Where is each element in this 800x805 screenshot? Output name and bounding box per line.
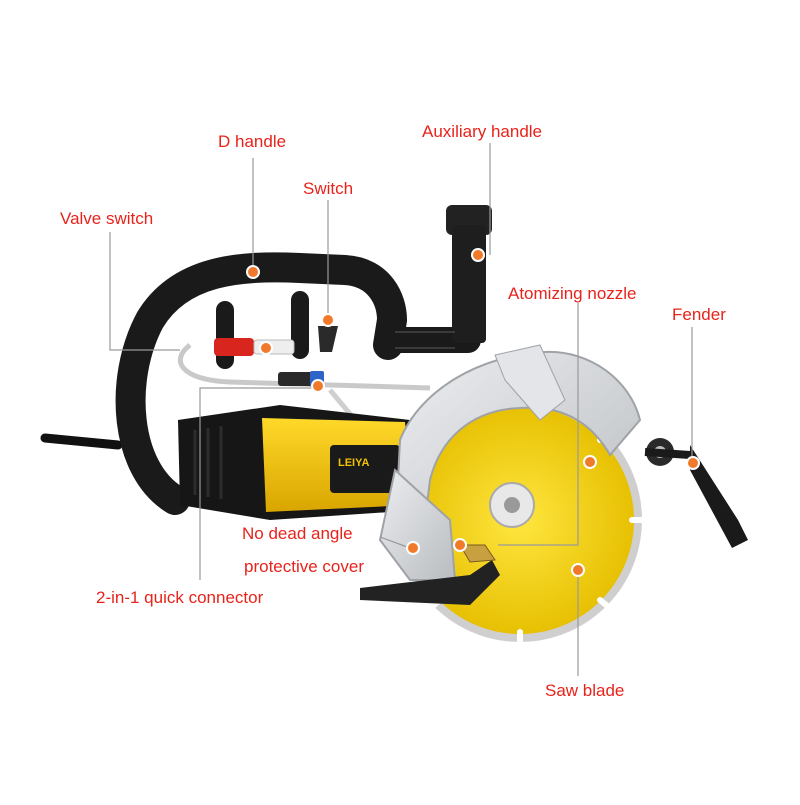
callout-auxiliary-handle: Auxiliary handle [422,122,543,141]
callout-no-dead-angle: No dead angle [242,524,353,543]
water-hose [177,343,431,391]
callout-switch: Switch [303,179,354,198]
leader-lines [109,143,693,676]
brand-name: LEIYA [338,457,369,469]
callout-fender: Fender [672,305,726,324]
valve-switch [214,338,254,356]
fender [690,445,748,548]
callout-valve-switch: Valve switch [60,209,154,228]
blade-guard [393,350,642,562]
callout-protective-cover: protective cover [244,557,364,576]
callout-quick-connector: 2-in-1 quick connector [96,588,264,607]
callout-markers [246,248,700,577]
base-plate [360,560,500,605]
d-handle-body [115,252,408,515]
callout-atomizing-nozzle: Atomizing nozzle [508,284,637,303]
power-cord [40,433,123,450]
callout-saw-blade: Saw blade [545,681,625,700]
atomizing-nozzle [459,544,496,563]
callout-d-handle: D handle [218,132,287,151]
trigger-switch [318,326,338,352]
brand-plate [330,445,400,493]
